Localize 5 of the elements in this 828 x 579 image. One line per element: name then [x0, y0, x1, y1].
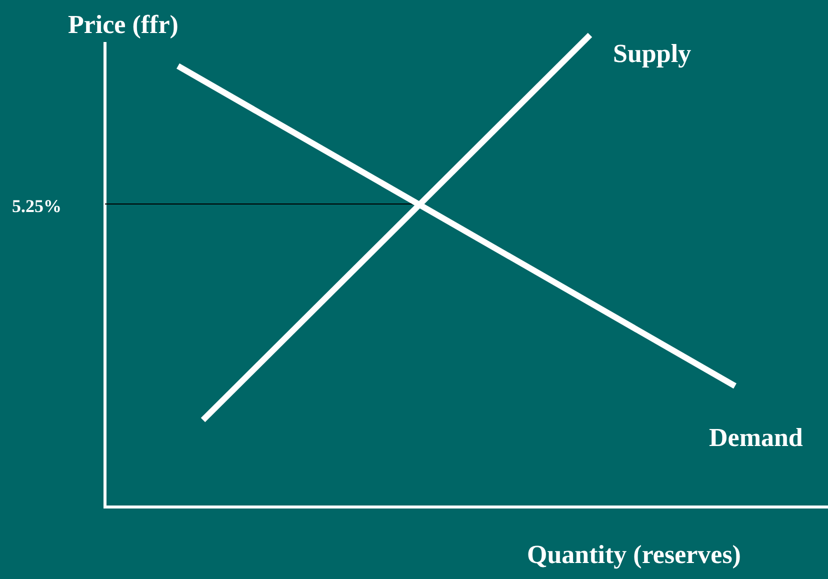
curve-label: Demand	[709, 425, 803, 451]
curve-label: Supply	[613, 41, 692, 67]
tick-label: 5.25%	[12, 197, 62, 215]
axis-title: Quantity (reserves)	[527, 542, 741, 568]
axis-title: Price (ffr)	[68, 12, 178, 38]
